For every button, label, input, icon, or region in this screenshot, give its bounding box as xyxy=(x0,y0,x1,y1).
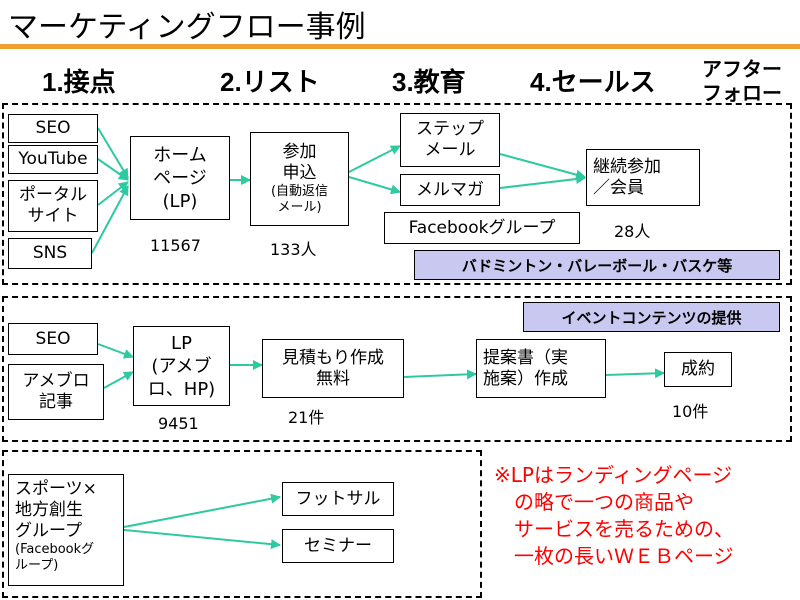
regional-group-sub-label: (Facebookグ ループ) xyxy=(15,542,95,573)
section-frame-regional xyxy=(2,450,482,598)
arrow-youtube-to-lp xyxy=(97,158,129,181)
proposal-creation: 提案書（実 施案）作成 xyxy=(476,339,606,398)
continuing-member: 継続参加 ／会員 xyxy=(586,149,700,206)
mail-magazine: メルマガ xyxy=(400,174,500,206)
title-underline xyxy=(0,44,800,49)
lp2-visit-count: 9451 xyxy=(158,414,199,433)
arrow-group-to-seminar xyxy=(123,529,281,550)
arrow-signup-to-mailmag xyxy=(348,176,401,195)
estimate-count: 21件 xyxy=(288,408,325,427)
facebook-group: Facebookグループ xyxy=(384,212,580,244)
step-mail: ステップ メール xyxy=(400,113,500,167)
lp-ameblo-hp: LP (アメブ ロ、HP) xyxy=(133,326,230,406)
source-seo: SEO xyxy=(8,114,98,143)
signup-sub-label: (自動返信 メール) xyxy=(270,184,329,215)
section-frame-sports xyxy=(2,103,792,285)
signup-label: 参加 申込 xyxy=(282,142,317,183)
arrow-signup-to-stepmail xyxy=(348,145,401,173)
sports-band: バドミントン・バレーボール・バスケ等 xyxy=(414,250,780,280)
stage-contact: 1.接点 xyxy=(42,67,116,97)
arrow-stepmail-to-member xyxy=(499,153,586,180)
member-count: 28人 xyxy=(614,222,651,241)
arrow-seo2-to-lp2 xyxy=(97,343,134,359)
source-portal-site: ポータル サイト xyxy=(8,180,98,232)
arrow-sns-to-lp xyxy=(91,185,129,254)
source-ameblo-article: アメブロ 記事 xyxy=(8,364,104,420)
arrow-ameblo-to-lp2 xyxy=(103,371,134,389)
arrow-seo-to-lp xyxy=(97,127,129,179)
arrow-proposal-to-contract xyxy=(605,368,665,379)
regional-group-label: スポーツ× 地方創生 グループ xyxy=(15,479,97,541)
arrow-group-to-futsal xyxy=(123,493,281,528)
signup-count: 133人 xyxy=(270,240,317,259)
regional-sports-group: スポーツ× 地方創生 グループ (Facebookグ ループ) xyxy=(8,474,124,586)
stage-after-follow: アフター フォロー xyxy=(702,59,782,105)
contract-count: 10件 xyxy=(672,402,709,421)
section-frame-event xyxy=(2,296,792,442)
lp-homepage: ホーム ページ (LP) xyxy=(130,136,230,220)
page-title: マーケティングフロー事例 xyxy=(8,10,366,45)
contract: 成約 xyxy=(664,352,732,387)
futsal: フットサル xyxy=(282,482,394,516)
event-content-band: イベントコンテンツの提供 xyxy=(523,302,780,332)
lp-definition-note: ※LPはランディングページ の略で一つの商品や サービスを売るための、 一枚の長… xyxy=(494,463,734,568)
source-sns: SNS xyxy=(8,238,92,269)
seminar: セミナー xyxy=(282,529,394,563)
arrow-mailmag-to-member xyxy=(499,174,586,189)
arrow-estimate-to-proposal xyxy=(403,369,477,380)
stage-list: 2.リスト xyxy=(220,67,320,97)
stage-education: 3.教育 xyxy=(392,67,466,97)
stage-sales: 4.セールス xyxy=(530,67,656,97)
source-youtube: YouTube xyxy=(8,145,98,174)
signup-box: 参加 申込 (自動返信 メール) xyxy=(250,132,349,226)
source-seo-2: SEO xyxy=(8,323,98,355)
lp-visit-count: 11567 xyxy=(150,236,201,255)
free-estimate: 見積もり作成 無料 xyxy=(262,339,404,398)
